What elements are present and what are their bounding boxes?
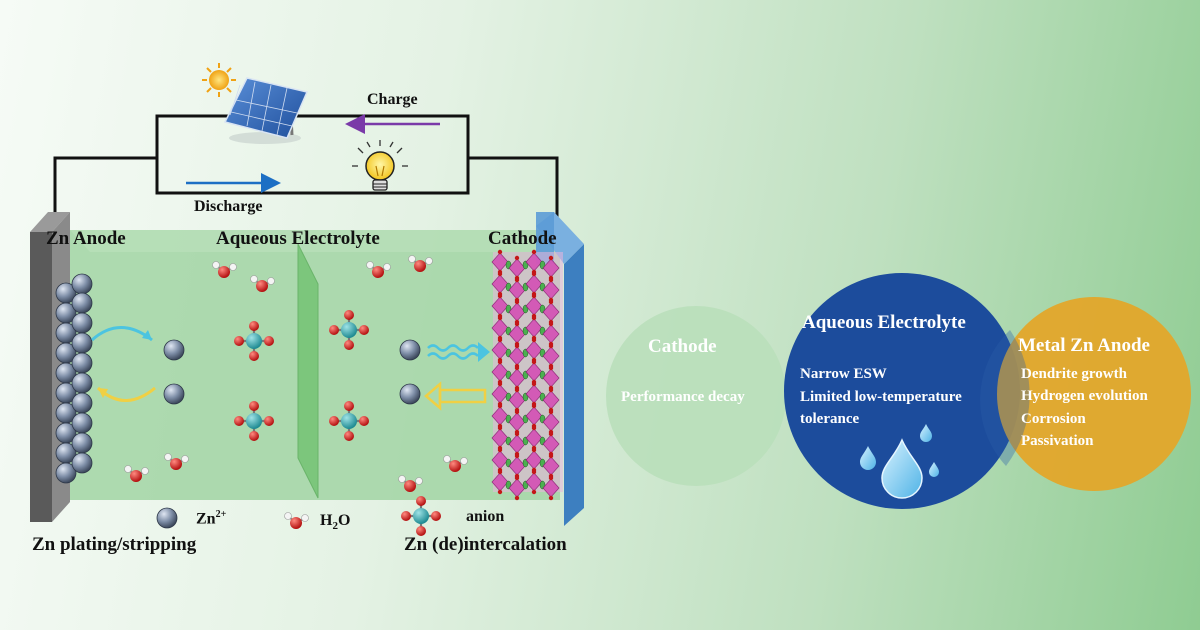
electrolyte-label: Aqueous Electrolyte: [216, 228, 380, 249]
separator: [297, 243, 319, 499]
electrolyte-issue-3: tolerance: [800, 411, 860, 427]
deintercalation-arrow: [424, 381, 487, 411]
legend-zn-label: Zn2+: [196, 509, 227, 528]
cathode-circle: [606, 306, 786, 486]
cathode-issue: Performance decay: [621, 389, 745, 405]
anode-issue-4: Passivation: [1021, 433, 1094, 449]
anode-issue-1: Dendrite growth: [1021, 366, 1127, 382]
charge-label: Charge: [367, 91, 418, 108]
anode-zn-deposits: [55, 273, 93, 484]
cathode-lattice: [491, 249, 563, 501]
stripping-arrow-head: [98, 388, 108, 398]
electrolyte-circle: [784, 273, 1020, 509]
electrolyte-issue-1: Narrow ESW: [800, 366, 887, 382]
cathode-circle-title: Cathode: [648, 336, 717, 357]
light-bulb-icon: [352, 140, 408, 191]
water-drops-icon: [860, 424, 939, 499]
anode-issue-2: Hydrogen evolution: [1021, 388, 1148, 404]
electrolyte-circle-title: Aqueous Electrolyte: [802, 312, 966, 333]
legend-anion-icon: [399, 494, 443, 538]
anode-issue-3: Corrosion: [1021, 411, 1086, 427]
legend-anion-label: anion: [466, 508, 505, 525]
cathode-process-label: Zn (de)intercalation: [404, 534, 567, 555]
electrolyte-issue-2: Limited low-temperature: [800, 389, 962, 405]
solar-panel-icon: [223, 77, 309, 144]
external-circuit: [53, 114, 559, 218]
legend-water-label: H2O: [320, 512, 351, 533]
anode-circle: [997, 297, 1191, 491]
electrolyte-anode-overlap: [980, 330, 1030, 466]
legend-zn-icon: [156, 507, 178, 529]
anode-circle-title: Metal Zn Anode: [1018, 335, 1150, 356]
plating-arrow-head: [142, 330, 152, 340]
anode-process-label: Zn plating/stripping: [32, 534, 197, 555]
cathode-current-collector: [536, 212, 584, 526]
cathode-label: Cathode: [488, 228, 557, 249]
anode-label: Zn Anode: [46, 228, 126, 249]
discharge-label: Discharge: [194, 198, 263, 215]
intercalation-arrow: [427, 342, 490, 362]
sun-icon: [202, 63, 236, 97]
legend-water-icon: [283, 511, 310, 530]
